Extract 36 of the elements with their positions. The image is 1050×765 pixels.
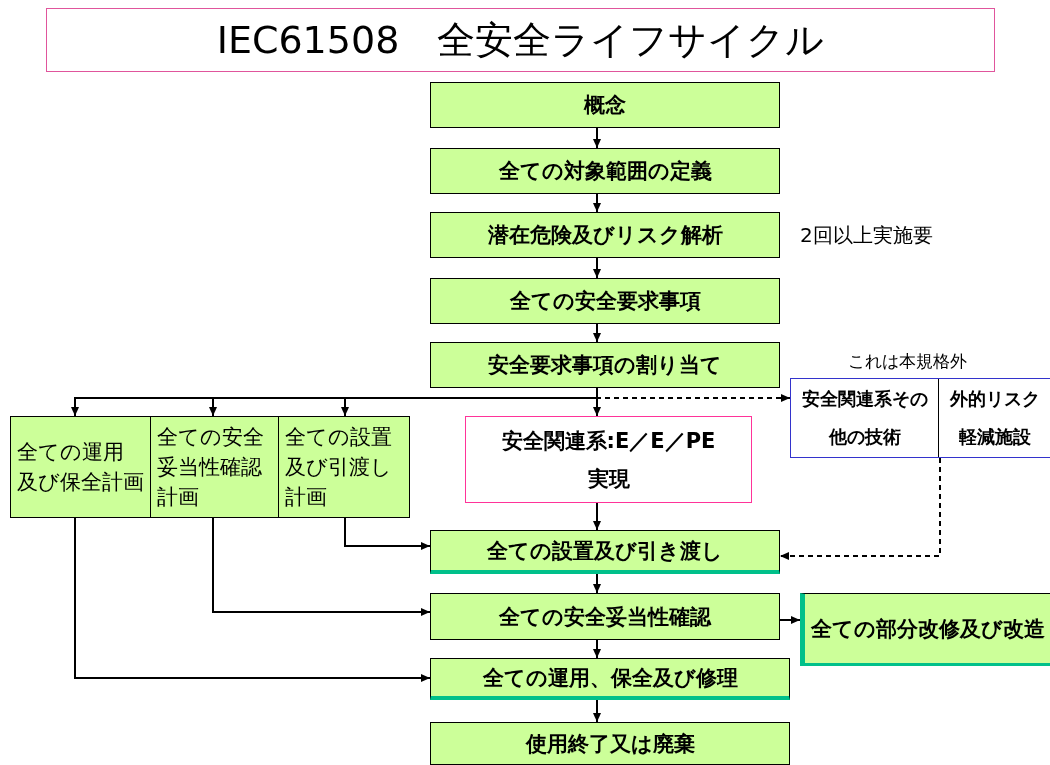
box-label: 安全関連系その他の技術	[791, 379, 939, 457]
arrow	[593, 639, 601, 659]
arrow	[212, 517, 431, 616]
arrow	[344, 517, 431, 550]
arrow	[74, 517, 431, 682]
box-label: 安全関連系:E／E／PE	[501, 427, 716, 455]
process-box: 全ての部分改修及び改造	[800, 593, 1050, 666]
process-box: 全ての対象範囲の定義	[430, 148, 780, 194]
process-box: 全ての設置及び引き渡し	[430, 530, 780, 574]
box-label: 外的リスク軽減施設	[949, 387, 1041, 449]
plan-box: 全ての運用及び保全計画	[10, 416, 151, 518]
process-box: 概念	[430, 82, 780, 128]
process-box: 全ての運用、保全及び修理	[430, 658, 790, 700]
note-text: 2回以上実施要	[800, 222, 933, 249]
process-box: 潜在危険及びリスク解析	[430, 212, 780, 258]
title-banner: IEC61508 全安全ライフサイクル	[46, 8, 995, 72]
arrow	[593, 257, 601, 279]
arrow	[593, 193, 601, 213]
arrow	[593, 323, 601, 343]
arrow	[779, 616, 801, 624]
realisation-box	[465, 416, 752, 503]
process-box: 使用終了又は廃棄	[430, 722, 790, 765]
arrow	[593, 127, 601, 149]
arrow	[593, 699, 601, 723]
arrow	[596, 387, 791, 402]
process-box: 全ての安全要求事項	[430, 278, 780, 324]
note-text: これは本規格外	[848, 350, 967, 373]
arrow	[593, 502, 601, 531]
box-label: 実現	[587, 465, 630, 493]
arrow	[593, 573, 601, 594]
process-box: 安全要求事項の割り当て	[430, 342, 780, 388]
arrow	[779, 457, 941, 560]
process-box: 全ての安全妥当性確認	[430, 593, 780, 640]
external-box	[790, 378, 1050, 458]
plan-box: 全ての安全妥当性確認計画	[150, 416, 279, 518]
plan-box: 全ての設置及び引渡し計画	[278, 416, 410, 518]
